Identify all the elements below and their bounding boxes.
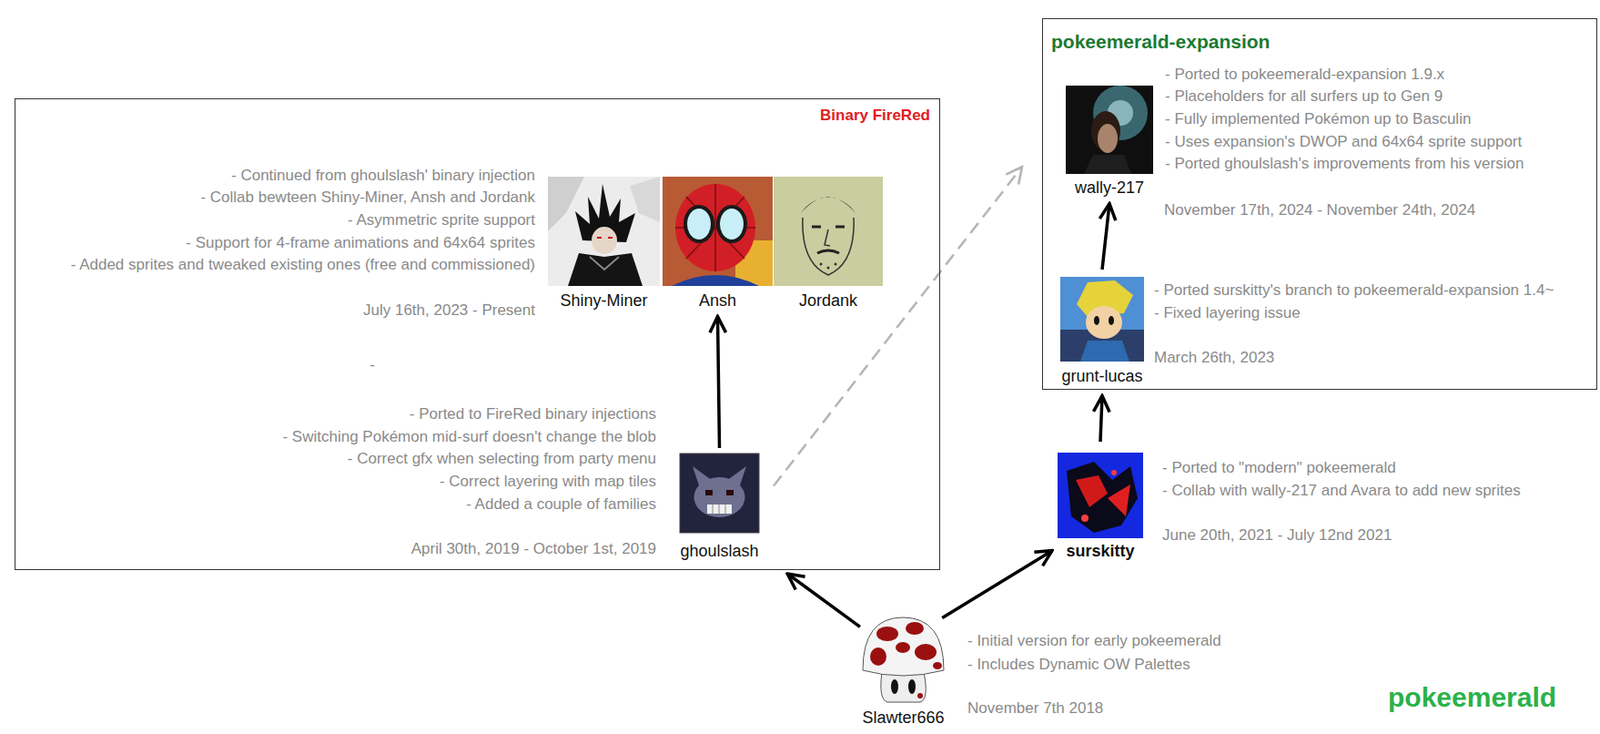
- avatar-illustration: [862, 617, 944, 702]
- note-text: - Added sprites and tweaked existing one…: [70, 255, 536, 274]
- contributor-node: Shiny-Miner: [547, 176, 660, 312]
- arrow-connector: [1102, 203, 1110, 270]
- date-text: April 30th, 2019 - October 1st, 2019: [411, 539, 657, 558]
- date-text: June 20th, 2021 - July 12nd 2021: [1162, 526, 1392, 545]
- note-text: - Continued from ghoulslash' binary inje…: [231, 166, 536, 185]
- dashed-arrow: [773, 166, 1023, 486]
- note-text: - Correct gfx when selecting from party …: [347, 449, 657, 468]
- contributor-name: Shiny-Miner: [559, 291, 648, 312]
- contributor-name: surskitty: [1065, 541, 1135, 562]
- contributor-name: Jordank: [799, 291, 858, 312]
- note-text: - Placeholders for all surfers up to Gen…: [1164, 87, 1443, 106]
- contributor-node: surskitty: [1057, 452, 1144, 562]
- avatar-illustration: [773, 176, 883, 286]
- region-title: Binary FireRed: [820, 106, 931, 125]
- note-text: - Includes Dynamic OW Palettes: [967, 655, 1191, 674]
- arrow-connector: [718, 316, 720, 448]
- contributor-name: ghoulslash: [679, 541, 759, 562]
- arrow-connector: [941, 550, 1053, 618]
- note-text: - Ported ghoulslash's improvements from …: [1164, 154, 1524, 173]
- contributor-name: Slawter666: [861, 708, 944, 729]
- date-text: July 16th, 2023 - Present: [363, 301, 536, 320]
- note-text: - Switching Pokémon mid-surf doesn't cha…: [282, 427, 657, 446]
- note-text: - Ported surskitty's branch to pokeemera…: [1154, 281, 1554, 300]
- note-text: - Ported to FireRed binary injections: [409, 405, 657, 424]
- contributor-node: ghoulslash: [679, 453, 760, 562]
- region-label: pokeemerald: [1387, 680, 1557, 714]
- note-text: - Ported to "modern" pokeemerald: [1162, 458, 1397, 477]
- date-text: November 7th 2018: [967, 698, 1104, 718]
- note-text: - Collab with wally-217 and Avara to add…: [1162, 481, 1521, 500]
- avatar-illustration: [1060, 276, 1145, 362]
- arrow-connector: [787, 573, 861, 627]
- contributor-node: wally-217: [1065, 85, 1154, 199]
- note-text: - Asymmetric sprite support: [347, 211, 536, 230]
- avatar-illustration: [1065, 85, 1154, 174]
- avatar-illustration: [679, 453, 760, 533]
- note-text: - Added a couple of families: [465, 495, 657, 514]
- contributor-name: wally-217: [1074, 178, 1145, 199]
- note-text: - Ported to pokeemerald-expansion 1.9.x: [1164, 65, 1445, 84]
- contributor-node: Jordank: [773, 176, 883, 312]
- date-text: March 26th, 2023: [1154, 348, 1275, 367]
- note-text: - Support for 4-frame animations and 64x…: [185, 233, 536, 253]
- date-text: November 17th, 2024 - November 24th, 202…: [1164, 201, 1476, 220]
- region-title: pokeemerald-expansion: [1051, 30, 1270, 53]
- contributor-name: Ansh: [698, 291, 737, 312]
- note-text: - Uses expansion's DWOP and 64x64 sprite…: [1164, 132, 1522, 152]
- avatar-illustration: [547, 176, 660, 286]
- note-text: - Fixed layering issue: [1154, 303, 1301, 323]
- avatar-illustration: [662, 176, 773, 286]
- note-text: - Collab bewteen Shiny-Miner, Ansh and J…: [200, 188, 536, 207]
- note-text: - Correct layering with map tiles: [439, 472, 657, 491]
- note-text: -: [369, 355, 375, 375]
- contributor-node: Slawter666: [860, 615, 947, 729]
- contributor-name: grunt-lucas: [1061, 366, 1143, 387]
- note-text: - Fully implemented Pokémon up to Bascul…: [1164, 110, 1471, 129]
- contributor-node: grunt-lucas: [1060, 276, 1145, 387]
- avatar-illustration: [1057, 452, 1144, 538]
- contributor-node: Ansh: [662, 176, 773, 312]
- note-text: - Initial version for early pokeemerald: [967, 631, 1222, 650]
- arrow-connector: [1100, 395, 1103, 442]
